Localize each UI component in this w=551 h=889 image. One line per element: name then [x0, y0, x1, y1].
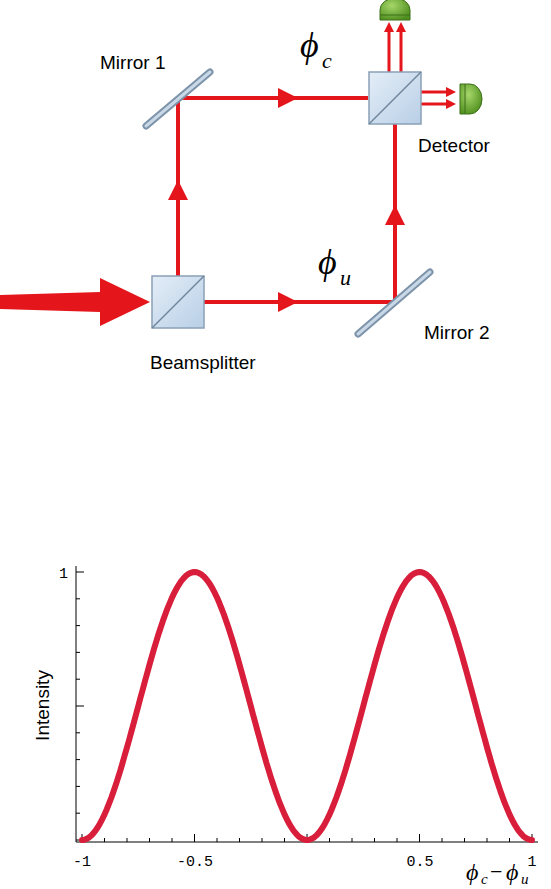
beamsplitter-cube: [152, 276, 204, 328]
tick: [76, 679, 80, 680]
tick: [149, 838, 150, 842]
tick: [509, 838, 510, 842]
tick: [284, 838, 285, 842]
component-label: Mirror 2: [424, 323, 489, 342]
tick: [76, 598, 80, 599]
tick: [374, 838, 375, 842]
component-label: Beamsplitter: [150, 353, 256, 372]
component-label: Mirror 1: [100, 53, 165, 72]
tick: [397, 838, 398, 842]
input-beam: [0, 278, 150, 326]
tick: [442, 838, 443, 842]
detector: [380, 0, 410, 20]
mirror-1: [146, 72, 210, 126]
beamsplitter-cube: [369, 72, 421, 124]
axis-tick-label: 0.5: [406, 855, 433, 870]
axis-tick-label: -0.5: [177, 855, 213, 870]
phase-symbol: ϕ: [300, 27, 319, 63]
tick: [76, 572, 84, 573]
tick: [172, 838, 173, 842]
tick: [76, 732, 80, 733]
detector: [460, 84, 482, 114]
phase-subscript: c: [322, 50, 332, 72]
tick: [262, 838, 263, 842]
tick: [487, 838, 488, 842]
axis-title: ϕ: [466, 860, 478, 884]
tick: [419, 834, 420, 842]
tick: [76, 786, 80, 787]
tick: [217, 838, 218, 842]
axis-title: u: [521, 872, 529, 887]
beam-paths: [178, 98, 395, 302]
tick: [104, 838, 105, 842]
axis-tick-label: -1: [73, 855, 91, 870]
tick: [194, 834, 195, 842]
tick: [239, 838, 240, 842]
axis-tick-label: 1: [527, 855, 536, 870]
axis-tick-label: 1: [59, 567, 68, 582]
tick: [329, 838, 330, 842]
axis-title: c: [481, 872, 488, 887]
axis-ticks: [76, 572, 532, 842]
tick: [127, 838, 128, 842]
component-label: Detector: [418, 136, 490, 155]
tick: [76, 625, 80, 626]
mirror-2: [358, 272, 430, 334]
intensity-curve: [82, 572, 532, 840]
tick: [76, 706, 84, 707]
tick: [352, 838, 353, 842]
tick: [464, 838, 465, 842]
axis-title: ϕ: [506, 860, 518, 884]
axis-title: −: [490, 861, 502, 883]
tick: [76, 813, 80, 814]
plot-axes: [76, 566, 538, 842]
tick: [76, 652, 80, 653]
axis-title: Intensity: [32, 670, 51, 741]
phase-subscript: u: [340, 267, 351, 289]
phase-symbol: ϕ: [318, 244, 337, 280]
tick: [76, 759, 80, 760]
